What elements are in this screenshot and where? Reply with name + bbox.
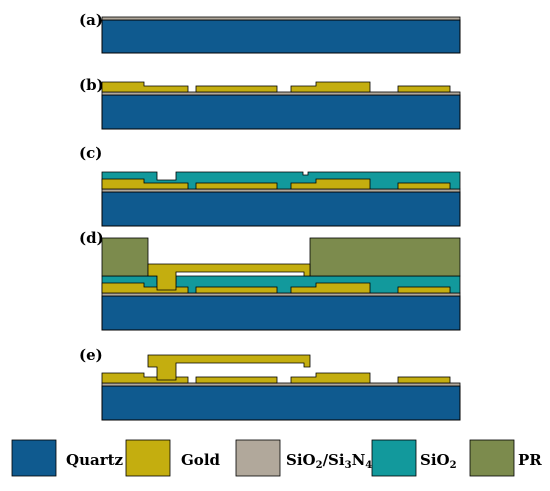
legend-swatch-gold xyxy=(125,439,171,477)
legend-item-pr: PR xyxy=(469,439,542,477)
legend-label-pr: PR xyxy=(518,451,542,469)
step-d-photoresist-left xyxy=(101,237,149,277)
step-e: (e) xyxy=(79,346,461,421)
step-e-sio2-si3n4-layer xyxy=(101,382,461,387)
step-d-gold-electrode-2 xyxy=(195,286,278,294)
step-e-gold-electrode-4 xyxy=(397,376,451,384)
step-b-gold-electrode-3 xyxy=(290,81,371,93)
step-a-quartz-substrate xyxy=(101,19,461,54)
legend-label-gold: Gold xyxy=(181,451,221,469)
step-c-label: (c) xyxy=(79,144,102,162)
step-d-gold-electrode-3 xyxy=(290,282,371,294)
step-d-gold-electrode-1 xyxy=(101,282,189,294)
step-c: (c) xyxy=(79,144,461,227)
step-e-gold-electrode-2 xyxy=(195,376,278,384)
step-b-sio2-si3n4-layer xyxy=(101,91,461,96)
step-c-quartz-substrate xyxy=(101,191,461,227)
legend-swatch-sio2 xyxy=(371,439,417,477)
legend-swatch-pr xyxy=(469,439,515,477)
step-c-gold-electrode-2 xyxy=(195,182,278,190)
step-a: (a) xyxy=(79,11,461,54)
step-d-photoresist-right xyxy=(309,237,461,277)
step-b: (b) xyxy=(79,76,461,130)
legend-label-quartz: Quartz xyxy=(66,451,124,469)
step-a-sio2-si3n4-layer xyxy=(101,16,461,21)
step-a-label: (a) xyxy=(79,11,103,29)
step-b-label: (b) xyxy=(79,76,104,94)
step-d-gold-bridge xyxy=(147,263,311,291)
step-d-label: (d) xyxy=(79,229,104,247)
legend: Quartz Gold SiO2/Si3N4 SiO2 PR xyxy=(11,439,542,477)
step-e-quartz-substrate xyxy=(101,385,461,421)
step-b-gold-electrode-1 xyxy=(101,81,189,93)
step-b-gold-electrode-2 xyxy=(195,85,278,93)
step-e-suspended-gold-bridge xyxy=(147,354,311,381)
step-e-gold-electrode-3 xyxy=(290,372,371,384)
step-d: (d) xyxy=(79,229,461,331)
legend-swatch-quartz xyxy=(11,439,57,477)
step-c-sio2-layer xyxy=(101,171,461,190)
legend-label-sio2-si3n4: SiO2/Si3N4 xyxy=(286,451,372,471)
step-b-quartz-substrate xyxy=(101,94,461,130)
legend-item-sio2-si3n4: SiO2/Si3N4 xyxy=(235,439,372,477)
step-d-gold-electrode-4 xyxy=(397,286,451,294)
legend-item-quartz: Quartz xyxy=(11,439,124,477)
legend-swatch-sio2-si3n4 xyxy=(235,439,281,477)
step-c-gold-electrode-3 xyxy=(290,178,371,190)
step-e-label: (e) xyxy=(79,346,103,364)
step-b-gold-electrode-4 xyxy=(397,85,451,93)
step-d-sio2-si3n4-layer xyxy=(101,292,461,297)
step-c-sio2-si3n4-layer xyxy=(101,188,461,193)
legend-label-sio2: SiO2 xyxy=(420,451,457,471)
legend-item-gold: Gold xyxy=(125,439,221,477)
step-c-gold-electrode-4 xyxy=(397,182,451,190)
legend-item-sio2: SiO2 xyxy=(371,439,457,477)
step-c-gold-electrode-1 xyxy=(101,178,189,190)
step-d-quartz-substrate xyxy=(101,295,461,331)
step-e-gold-electrode-1 xyxy=(101,372,189,384)
